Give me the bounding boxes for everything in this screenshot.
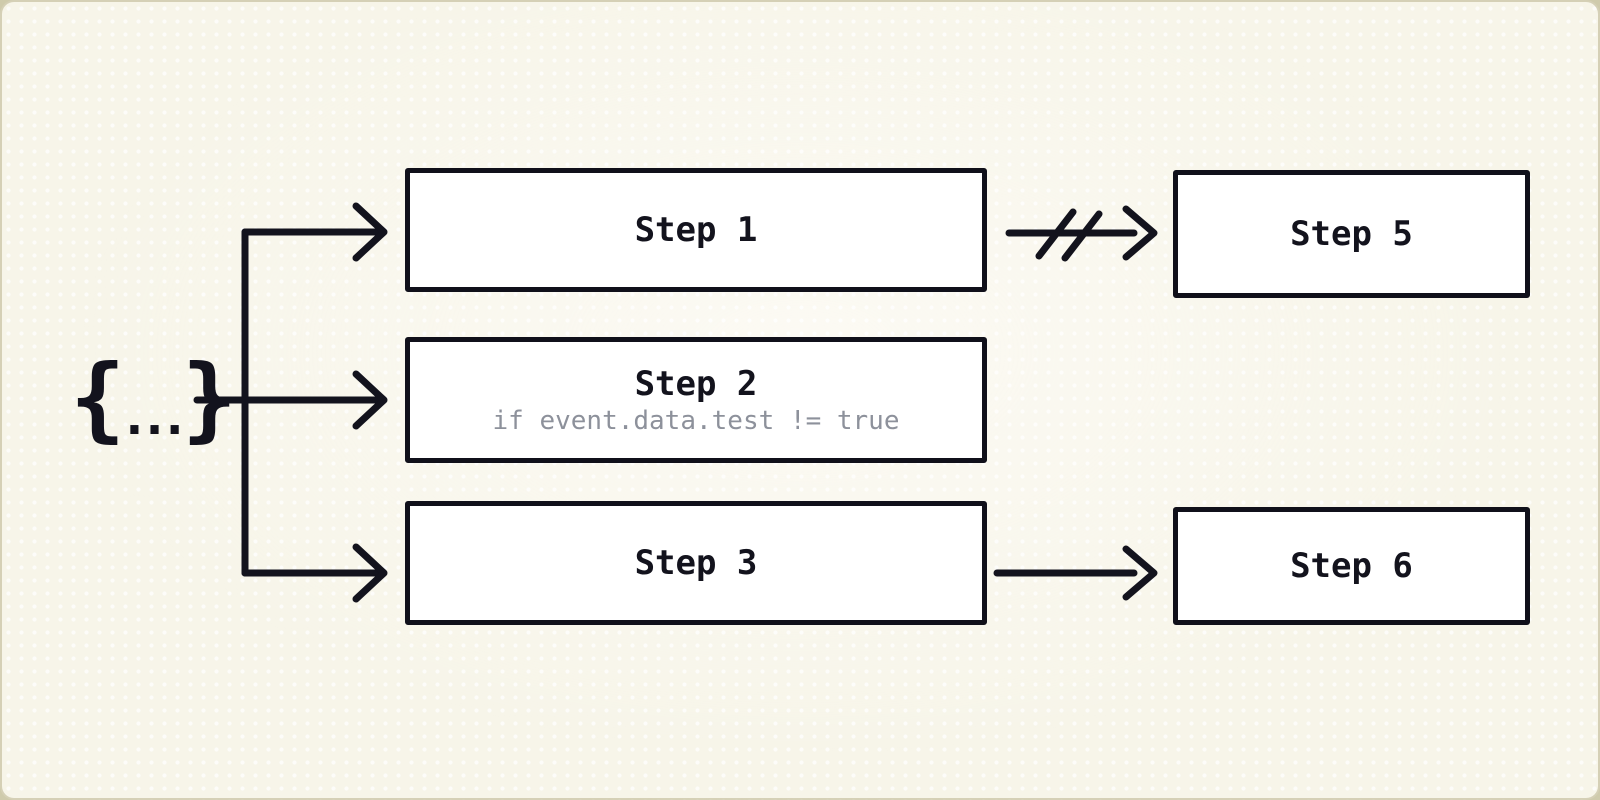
arrowhead-icon xyxy=(352,202,388,262)
arrowhead-icon xyxy=(352,370,388,430)
node-step-6-label: Step 6 xyxy=(1290,546,1413,586)
node-step-1-label: Step 1 xyxy=(634,210,758,250)
trigger-dots-glyph: ... xyxy=(119,388,189,446)
arrowhead-icon xyxy=(1122,545,1158,601)
node-step-1: Step 1 xyxy=(405,168,987,292)
edge-step3-step6 xyxy=(993,545,1158,601)
trigger-event-node: { ... } xyxy=(70,345,237,452)
arrowhead-icon xyxy=(1122,205,1158,261)
edge-step1-step5-cancelled xyxy=(1005,205,1158,262)
node-step-3: Step 3 xyxy=(405,501,987,625)
brace-left-glyph: { xyxy=(70,345,125,452)
node-step-2-condition: if event.data.test != true xyxy=(492,406,900,436)
arrowhead-icon xyxy=(352,543,388,603)
cancel-slash-icon xyxy=(1035,208,1077,260)
node-step-2-label: Step 2 xyxy=(634,364,758,404)
node-step-6: Step 6 xyxy=(1173,507,1530,625)
node-step-5: Step 5 xyxy=(1173,170,1530,298)
cancel-slash-icon xyxy=(1061,210,1103,262)
node-step-5-label: Step 5 xyxy=(1290,214,1413,254)
brace-right-glyph: } xyxy=(181,345,237,452)
node-step-3-label: Step 3 xyxy=(634,543,758,583)
node-step-2: Step 2 if event.data.test != true xyxy=(405,337,987,463)
